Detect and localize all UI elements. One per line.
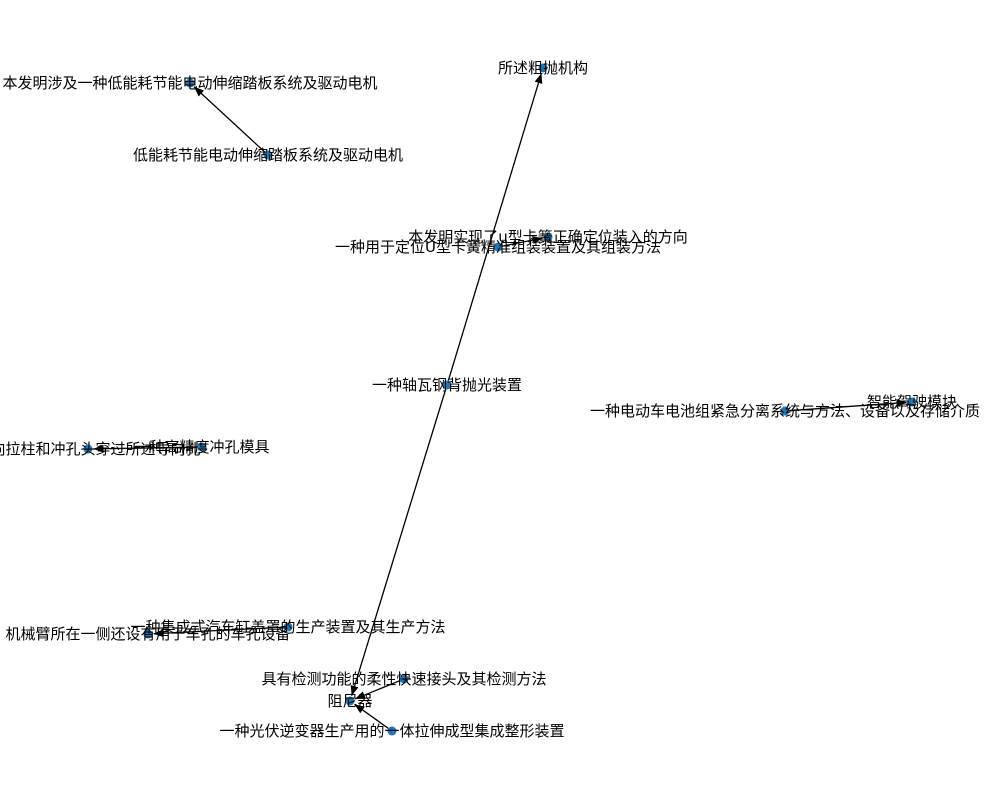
graph-node-n4	[543, 232, 553, 242]
node-label-n7: 智能驾驶模块	[867, 393, 957, 411]
node-label-n15: 一种光伏逆变器生产用的一体拉伸成型集成整形装置	[219, 722, 564, 740]
edge-n8-to-n7	[789, 399, 907, 412]
edge-n6-to-n3	[447, 73, 543, 381]
node-label-n12: 机械臂所在一侧还设有用于车孔的车孔设备	[5, 625, 290, 643]
graph-node-n15	[387, 726, 397, 736]
graph-node-n5	[493, 242, 503, 252]
graph-node-n12	[143, 629, 153, 639]
edges-layer	[93, 73, 907, 729]
graph-node-n9	[83, 444, 93, 454]
edge-n11-to-n12	[153, 626, 284, 638]
graph-node-n1	[185, 78, 195, 88]
labels-layer: 本发明涉及一种低能耗节能电动伸缩踏板系统及驱动电机低能耗节能电动伸缩踏板系统及驱…	[0, 59, 980, 740]
graph-node-n7	[907, 397, 917, 407]
node-label-n3: 所述粗抛机构	[498, 59, 588, 77]
graph-node-n13	[399, 674, 409, 684]
edge-n5-to-n4	[502, 236, 543, 247]
graph-node-n14	[345, 696, 355, 706]
node-label-n9: 导向拉柱和冲孔头穿过所述导向孔	[0, 440, 201, 458]
node-label-n13: 具有检测功能的柔性快速接头及其检测方法	[261, 670, 546, 688]
node-label-n14: 阻尼器	[327, 692, 372, 710]
graph-node-n2	[263, 150, 273, 160]
edge-n13-to-n14	[354, 680, 401, 700]
edge-n10-to-n9	[93, 444, 198, 453]
node-label-n6: 一种轴瓦钢背抛光装置	[372, 376, 522, 394]
graph-node-n3	[538, 63, 548, 73]
node-label-n8: 一种电动车电池组紧急分离系统与方法、设备以及存储介质	[590, 402, 980, 420]
node-label-n11: 一种集成式汽车缸盖罩的生产装置及其生产方法	[130, 618, 445, 636]
edge-n6-to-n14	[350, 389, 447, 696]
edge-n15-to-n14	[354, 703, 389, 729]
edge-n2-to-n1	[193, 86, 266, 153]
graph-node-n10	[197, 442, 207, 452]
node-label-n5: 一种用于定位U型卡簧精准组装装置及其组装方法	[335, 238, 661, 256]
graph-node-n6	[442, 380, 452, 390]
node-label-n10: 一种高精度冲孔模具	[134, 438, 269, 456]
node-label-n4: 本发明实现了u型卡簧正确定位装入的方向	[408, 228, 688, 246]
graph-node-n11	[283, 622, 293, 632]
nodes-layer	[83, 63, 917, 736]
node-label-n2: 低能耗节能电动伸缩踏板系统及驱动电机	[133, 146, 403, 164]
node-label-n1: 本发明涉及一种低能耗节能电动伸缩踏板系统及驱动电机	[2, 74, 377, 92]
graph-node-n8	[780, 406, 790, 416]
